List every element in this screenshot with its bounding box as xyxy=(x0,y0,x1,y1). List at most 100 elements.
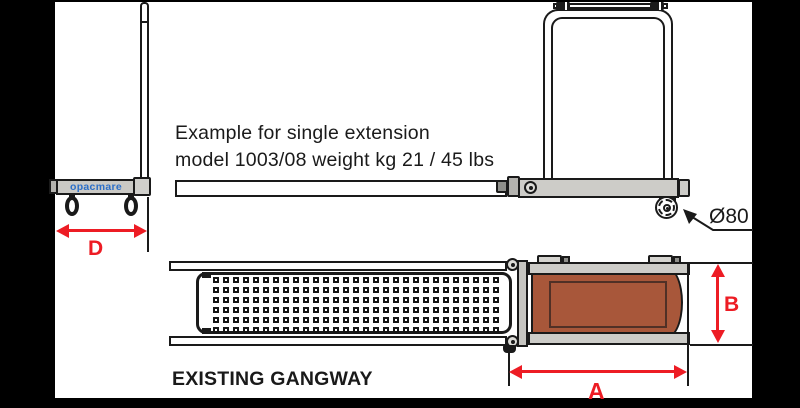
housing-hinge-top xyxy=(506,258,519,271)
perforation-hole xyxy=(373,287,379,293)
perforation-hole xyxy=(273,277,279,283)
perforation-hole xyxy=(493,277,499,283)
perforation-hole xyxy=(233,277,239,283)
perforation-hole xyxy=(233,307,239,313)
perforation-hole xyxy=(213,307,219,313)
perforation-hole xyxy=(473,307,479,313)
perforation-hole xyxy=(353,297,359,303)
perforation-hole xyxy=(293,277,299,283)
perforation-hole xyxy=(273,307,279,313)
perforation-hole xyxy=(463,317,469,323)
perforation-hole xyxy=(403,277,409,283)
perforation-hole xyxy=(273,317,279,323)
perforation-hole xyxy=(473,327,479,333)
perforation-hole xyxy=(493,327,499,333)
perforation-hole xyxy=(313,327,319,333)
dim-d-extension-line xyxy=(147,197,149,252)
wheel-stem-right xyxy=(128,193,134,198)
perforation-hole xyxy=(343,307,349,313)
perforation-hole xyxy=(243,277,249,283)
housing-left-strip xyxy=(517,260,528,347)
perforation-hole xyxy=(343,277,349,283)
perforation-hole xyxy=(273,327,279,333)
perforation-hole xyxy=(483,307,489,313)
perforation-hole xyxy=(373,297,379,303)
perforation-hole xyxy=(223,307,229,313)
perforation-hole xyxy=(283,307,289,313)
perforation-hole xyxy=(393,307,399,313)
perforation-hole xyxy=(463,297,469,303)
perforation-hole xyxy=(293,287,299,293)
perforation-hole xyxy=(333,327,339,333)
perforation-hole xyxy=(483,317,489,323)
perforation-hole xyxy=(363,297,369,303)
perforation-hole xyxy=(293,327,299,333)
perforation-hole xyxy=(433,317,439,323)
perforation-hole xyxy=(403,297,409,303)
perforation-hole xyxy=(383,287,389,293)
dim-a-arrow-shaft xyxy=(521,370,675,373)
perforation-hole xyxy=(343,297,349,303)
perforation-hole xyxy=(263,297,269,303)
perforation-hole xyxy=(353,277,359,283)
perforation-hole xyxy=(433,307,439,313)
perforation-hole xyxy=(413,327,419,333)
perforation-hole xyxy=(323,297,329,303)
perforation-hole xyxy=(293,307,299,313)
perforation-hole xyxy=(283,287,289,293)
perforation-hole xyxy=(323,327,329,333)
perforation-hole xyxy=(443,297,449,303)
perforation-hole xyxy=(243,327,249,333)
perforation-hole xyxy=(473,277,479,283)
dim-b-extension-bottom xyxy=(690,344,753,346)
perforation-hole xyxy=(233,317,239,323)
perforation-hole xyxy=(483,297,489,303)
perforation-hole xyxy=(423,287,429,293)
perforation-hole xyxy=(303,317,309,323)
perforation-hole xyxy=(423,297,429,303)
perforation-hole xyxy=(223,297,229,303)
perforation-hole xyxy=(323,317,329,323)
perforation-hole xyxy=(283,327,289,333)
perforation-hole xyxy=(493,317,499,323)
perforation-hole xyxy=(243,287,249,293)
perforation-hole xyxy=(263,277,269,283)
perforation-hole xyxy=(403,287,409,293)
perforation-hole xyxy=(373,277,379,283)
perforation-hole xyxy=(393,317,399,323)
perforation-hole xyxy=(223,317,229,323)
small-wheel-left xyxy=(65,196,79,216)
perforation-hole xyxy=(303,297,309,303)
perforation-hole xyxy=(473,287,479,293)
perforation-hole xyxy=(463,307,469,313)
perforation-hole xyxy=(253,307,259,313)
caster-hub xyxy=(663,204,671,212)
annotation-text: Example for single extension model 1003/… xyxy=(175,120,494,174)
brand-logo: opacmare xyxy=(69,181,122,193)
small-wheel-right xyxy=(124,196,138,216)
wheel-diameter-label: Ø80 xyxy=(709,205,749,228)
perforation-hole xyxy=(243,297,249,303)
perforation-hole xyxy=(353,327,359,333)
housing-bar-top xyxy=(528,262,690,275)
perforation-hole xyxy=(453,307,459,313)
perforation-hole xyxy=(303,287,309,293)
plan-rail-bottom xyxy=(169,336,507,346)
perforation-hole xyxy=(313,287,319,293)
perforation-hole xyxy=(413,297,419,303)
perforation-hole xyxy=(263,317,269,323)
perforation-hole xyxy=(273,297,279,303)
perforation-hole xyxy=(363,277,369,283)
dim-d-arrowhead-left xyxy=(56,224,69,238)
extension-tube-side xyxy=(518,178,679,198)
perforation-hole xyxy=(263,327,269,333)
perforation-hole xyxy=(473,297,479,303)
perforation-hole xyxy=(213,317,219,323)
perforation-hole xyxy=(233,327,239,333)
housing-bar-bottom xyxy=(528,332,690,345)
perforation-hole xyxy=(443,287,449,293)
perforation-hole xyxy=(443,307,449,313)
perforation-hole xyxy=(363,287,369,293)
perforation-hole xyxy=(443,327,449,333)
perforation-hole xyxy=(283,317,289,323)
